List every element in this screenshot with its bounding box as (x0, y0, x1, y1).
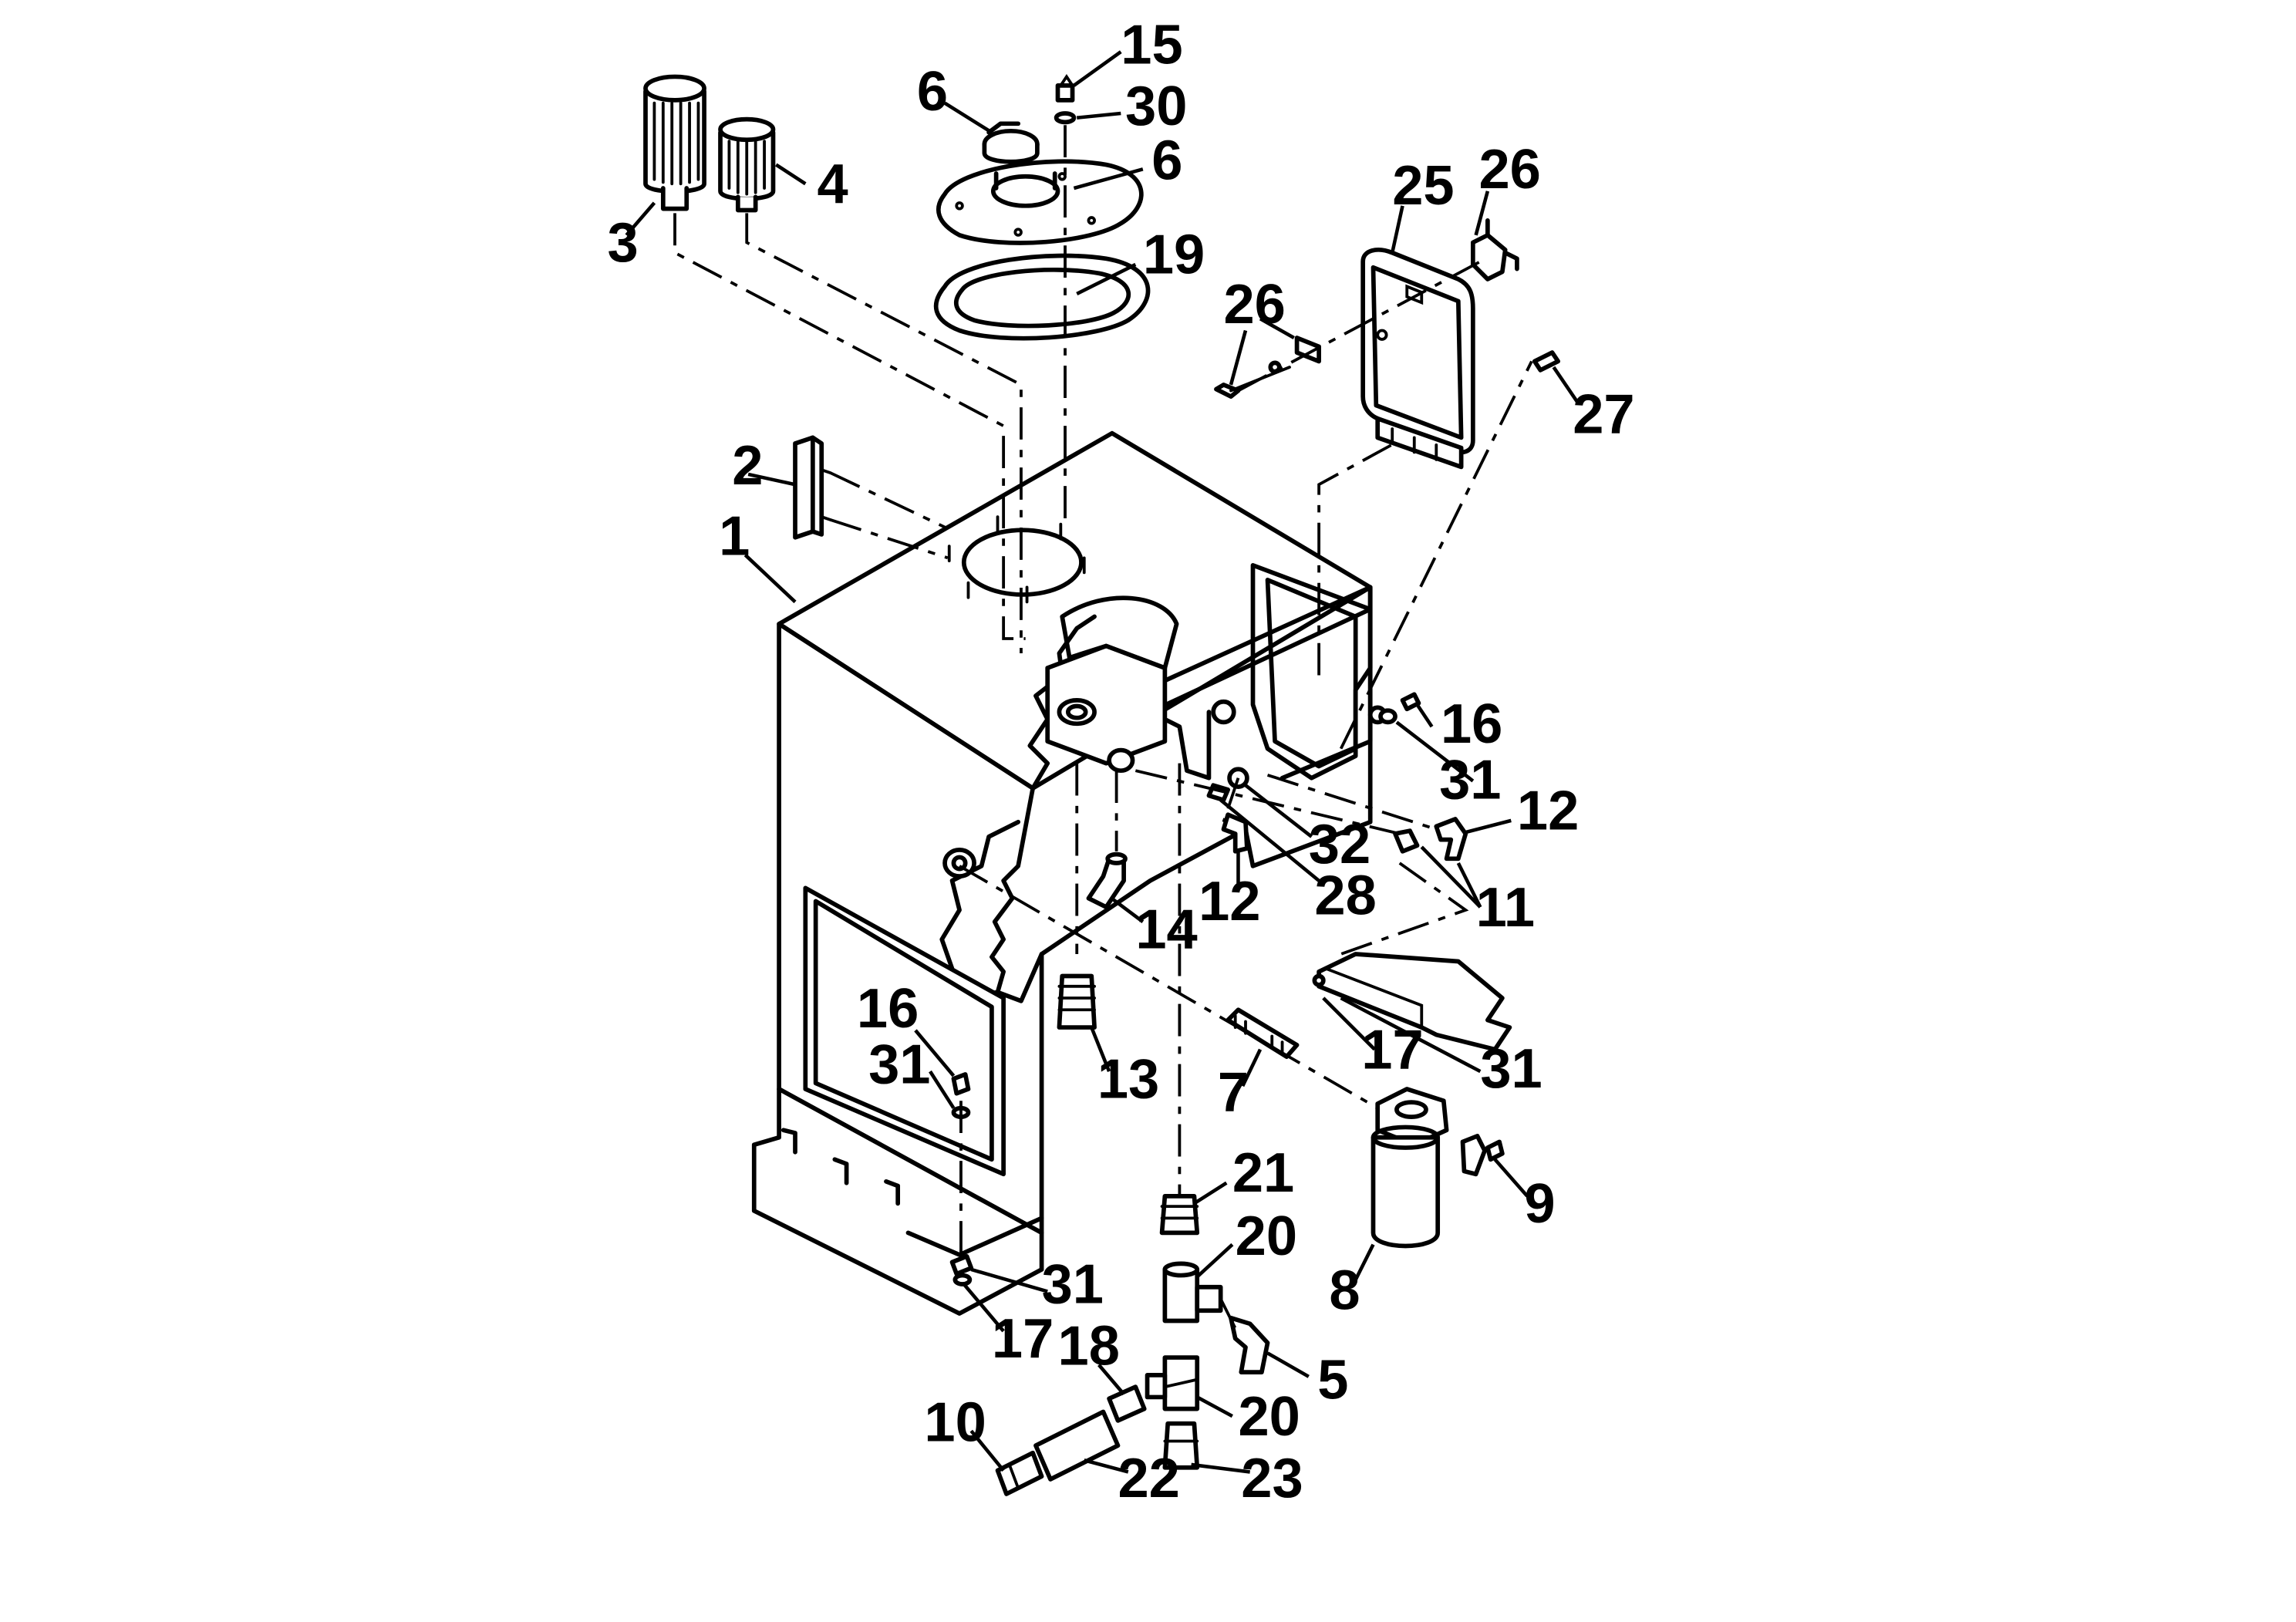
adapter-fitting-13 (1057, 973, 1097, 1030)
label-9: 9 (1524, 1173, 1555, 1235)
label-28: 28 (1314, 865, 1376, 927)
panel-screw (1532, 350, 1561, 373)
label-12b: 12 (1199, 871, 1260, 932)
label-3: 3 (608, 212, 639, 274)
breather-filter (643, 74, 706, 211)
elbow-fitting-14 (1086, 851, 1128, 909)
label-16b: 16 (857, 978, 919, 1040)
strainer-filter (718, 116, 776, 213)
label-14: 14 (1135, 899, 1197, 960)
label-19: 19 (1143, 224, 1205, 285)
gasket (933, 253, 1151, 341)
label-6b: 6 (1151, 130, 1182, 192)
label-16a: 16 (1441, 693, 1502, 755)
label-17a: 17 (1361, 1019, 1423, 1081)
label-17b: 17 (992, 1308, 1054, 1370)
label-25: 25 (1392, 155, 1454, 217)
tee-fitting-20-lower (1145, 1355, 1200, 1411)
label-4: 4 (818, 153, 848, 215)
label-22: 22 (1118, 1448, 1180, 1509)
label-30: 30 (1125, 76, 1187, 137)
filler-cap (982, 121, 1040, 164)
elbow-fitting-12-right (1434, 817, 1468, 862)
sight-gauge (793, 435, 832, 540)
label-11: 11 (1476, 877, 1535, 939)
label-23: 23 (1241, 1448, 1303, 1509)
fitting-21 (1159, 1193, 1200, 1236)
latch-hardware (1214, 336, 1321, 399)
filter-fitting-9 (1460, 1133, 1505, 1177)
tank-cover-plate (936, 159, 1144, 245)
label-15: 15 (1121, 14, 1182, 76)
nipple-fitting-11 (1393, 828, 1420, 854)
label-18: 18 (1058, 1316, 1120, 1378)
callout-numbers: 1 2 3 4 5 6 6 7 8 9 10 11 12 12 13 14 15… (608, 14, 1635, 1509)
tee-fitting-20-upper (1162, 1261, 1223, 1324)
label-2: 2 (732, 435, 763, 497)
fitting-18 (1107, 1384, 1147, 1423)
label-20b: 20 (1238, 1386, 1300, 1448)
elbow-fitting-5 (1229, 1315, 1270, 1374)
label-31d: 31 (1480, 1038, 1542, 1100)
return-tube (1226, 1007, 1300, 1059)
lock-washer (1054, 111, 1077, 125)
filter-bracket (1312, 952, 1512, 1052)
label-32: 32 (1309, 814, 1371, 875)
hose-22 (1033, 1409, 1121, 1482)
label-31b: 31 (868, 1034, 930, 1095)
label-5: 5 (1317, 1349, 1348, 1411)
label-27: 27 (1573, 384, 1634, 446)
fitting-23 (1162, 1421, 1200, 1470)
access-cover-panel (1360, 248, 1475, 470)
label-10: 10 (924, 1392, 986, 1454)
hydraulic-tank (751, 430, 1387, 1316)
assembly-center-lines (673, 125, 1533, 1388)
label-20a: 20 (1236, 1206, 1297, 1267)
lower-bolts (949, 1072, 974, 1286)
label-31c: 31 (1042, 1254, 1104, 1316)
bolt-16-upper (1378, 692, 1421, 725)
label-6a: 6 (917, 61, 948, 123)
label-26b: 26 (1223, 274, 1285, 336)
label-1: 1 (719, 506, 750, 568)
fitting-10 (995, 1450, 1044, 1496)
cover-bolt (1055, 74, 1075, 103)
label-7: 7 (1218, 1062, 1249, 1124)
door-latch (1470, 218, 1519, 282)
label-8: 8 (1329, 1259, 1360, 1321)
leader-lines (625, 50, 1580, 1474)
label-13: 13 (1097, 1048, 1159, 1110)
label-31a: 31 (1439, 749, 1501, 811)
filter-element (1371, 1125, 1441, 1249)
label-21: 21 (1232, 1142, 1294, 1204)
label-12a: 12 (1517, 780, 1579, 841)
label-26a: 26 (1478, 139, 1540, 201)
